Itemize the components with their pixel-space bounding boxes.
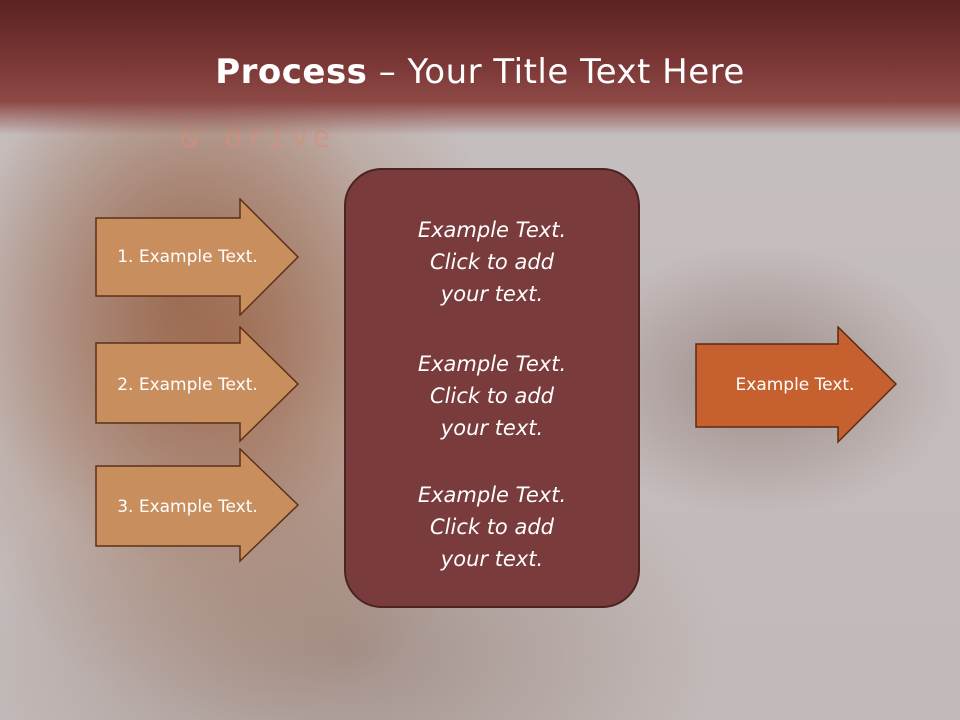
title-band [0,0,960,135]
center-paragraph-2: Example Text. Click to add your text. [346,348,638,444]
center-paragraph-3-line-3: your text. [440,547,544,571]
center-paragraph-1-line-3: your text. [440,282,544,306]
center-paragraph-1: Example Text. Click to add your text. [346,214,638,310]
left-arrow-1[interactable]: 1. Example Text. [95,198,300,316]
left-arrow-3[interactable]: 3. Example Text. [95,448,300,566]
center-paragraph-1-line-1: Example Text. [417,218,567,242]
left-arrow-1-shape [95,198,300,316]
left-arrow-2-shape [95,326,300,443]
center-text-box[interactable]: Example Text. Click to add your text. Ex… [344,168,640,608]
slide-title[interactable]: Process – Your Title Text Here [0,52,960,92]
left-arrow-2[interactable]: 2. Example Text. [95,326,300,444]
center-paragraph-1-line-2: Click to add [429,250,554,274]
left-arrow-3-shape [95,448,300,563]
right-arrow[interactable]: Example Text. [695,326,900,444]
center-paragraph-2-line-1: Example Text. [417,352,567,376]
center-paragraph-2-line-2: Click to add [429,384,554,408]
left-arrow-3-label: 3. Example Text. [117,497,258,517]
center-paragraph-2-line-3: your text. [440,416,544,440]
right-arrow-label: Example Text. [735,375,855,395]
right-arrow-shape [695,326,898,444]
left-arrow-2-label: 2. Example Text. [117,375,258,395]
left-arrow-1-label: 1. Example Text. [117,247,258,267]
title-bold-part: Process [215,52,368,92]
center-paragraph-3: Example Text. Click to add your text. [346,479,638,575]
title-rest-part: – Your Title Text Here [367,52,745,92]
center-paragraph-3-line-2: Click to add [429,515,554,539]
center-paragraph-3-line-1: Example Text. [417,483,567,507]
